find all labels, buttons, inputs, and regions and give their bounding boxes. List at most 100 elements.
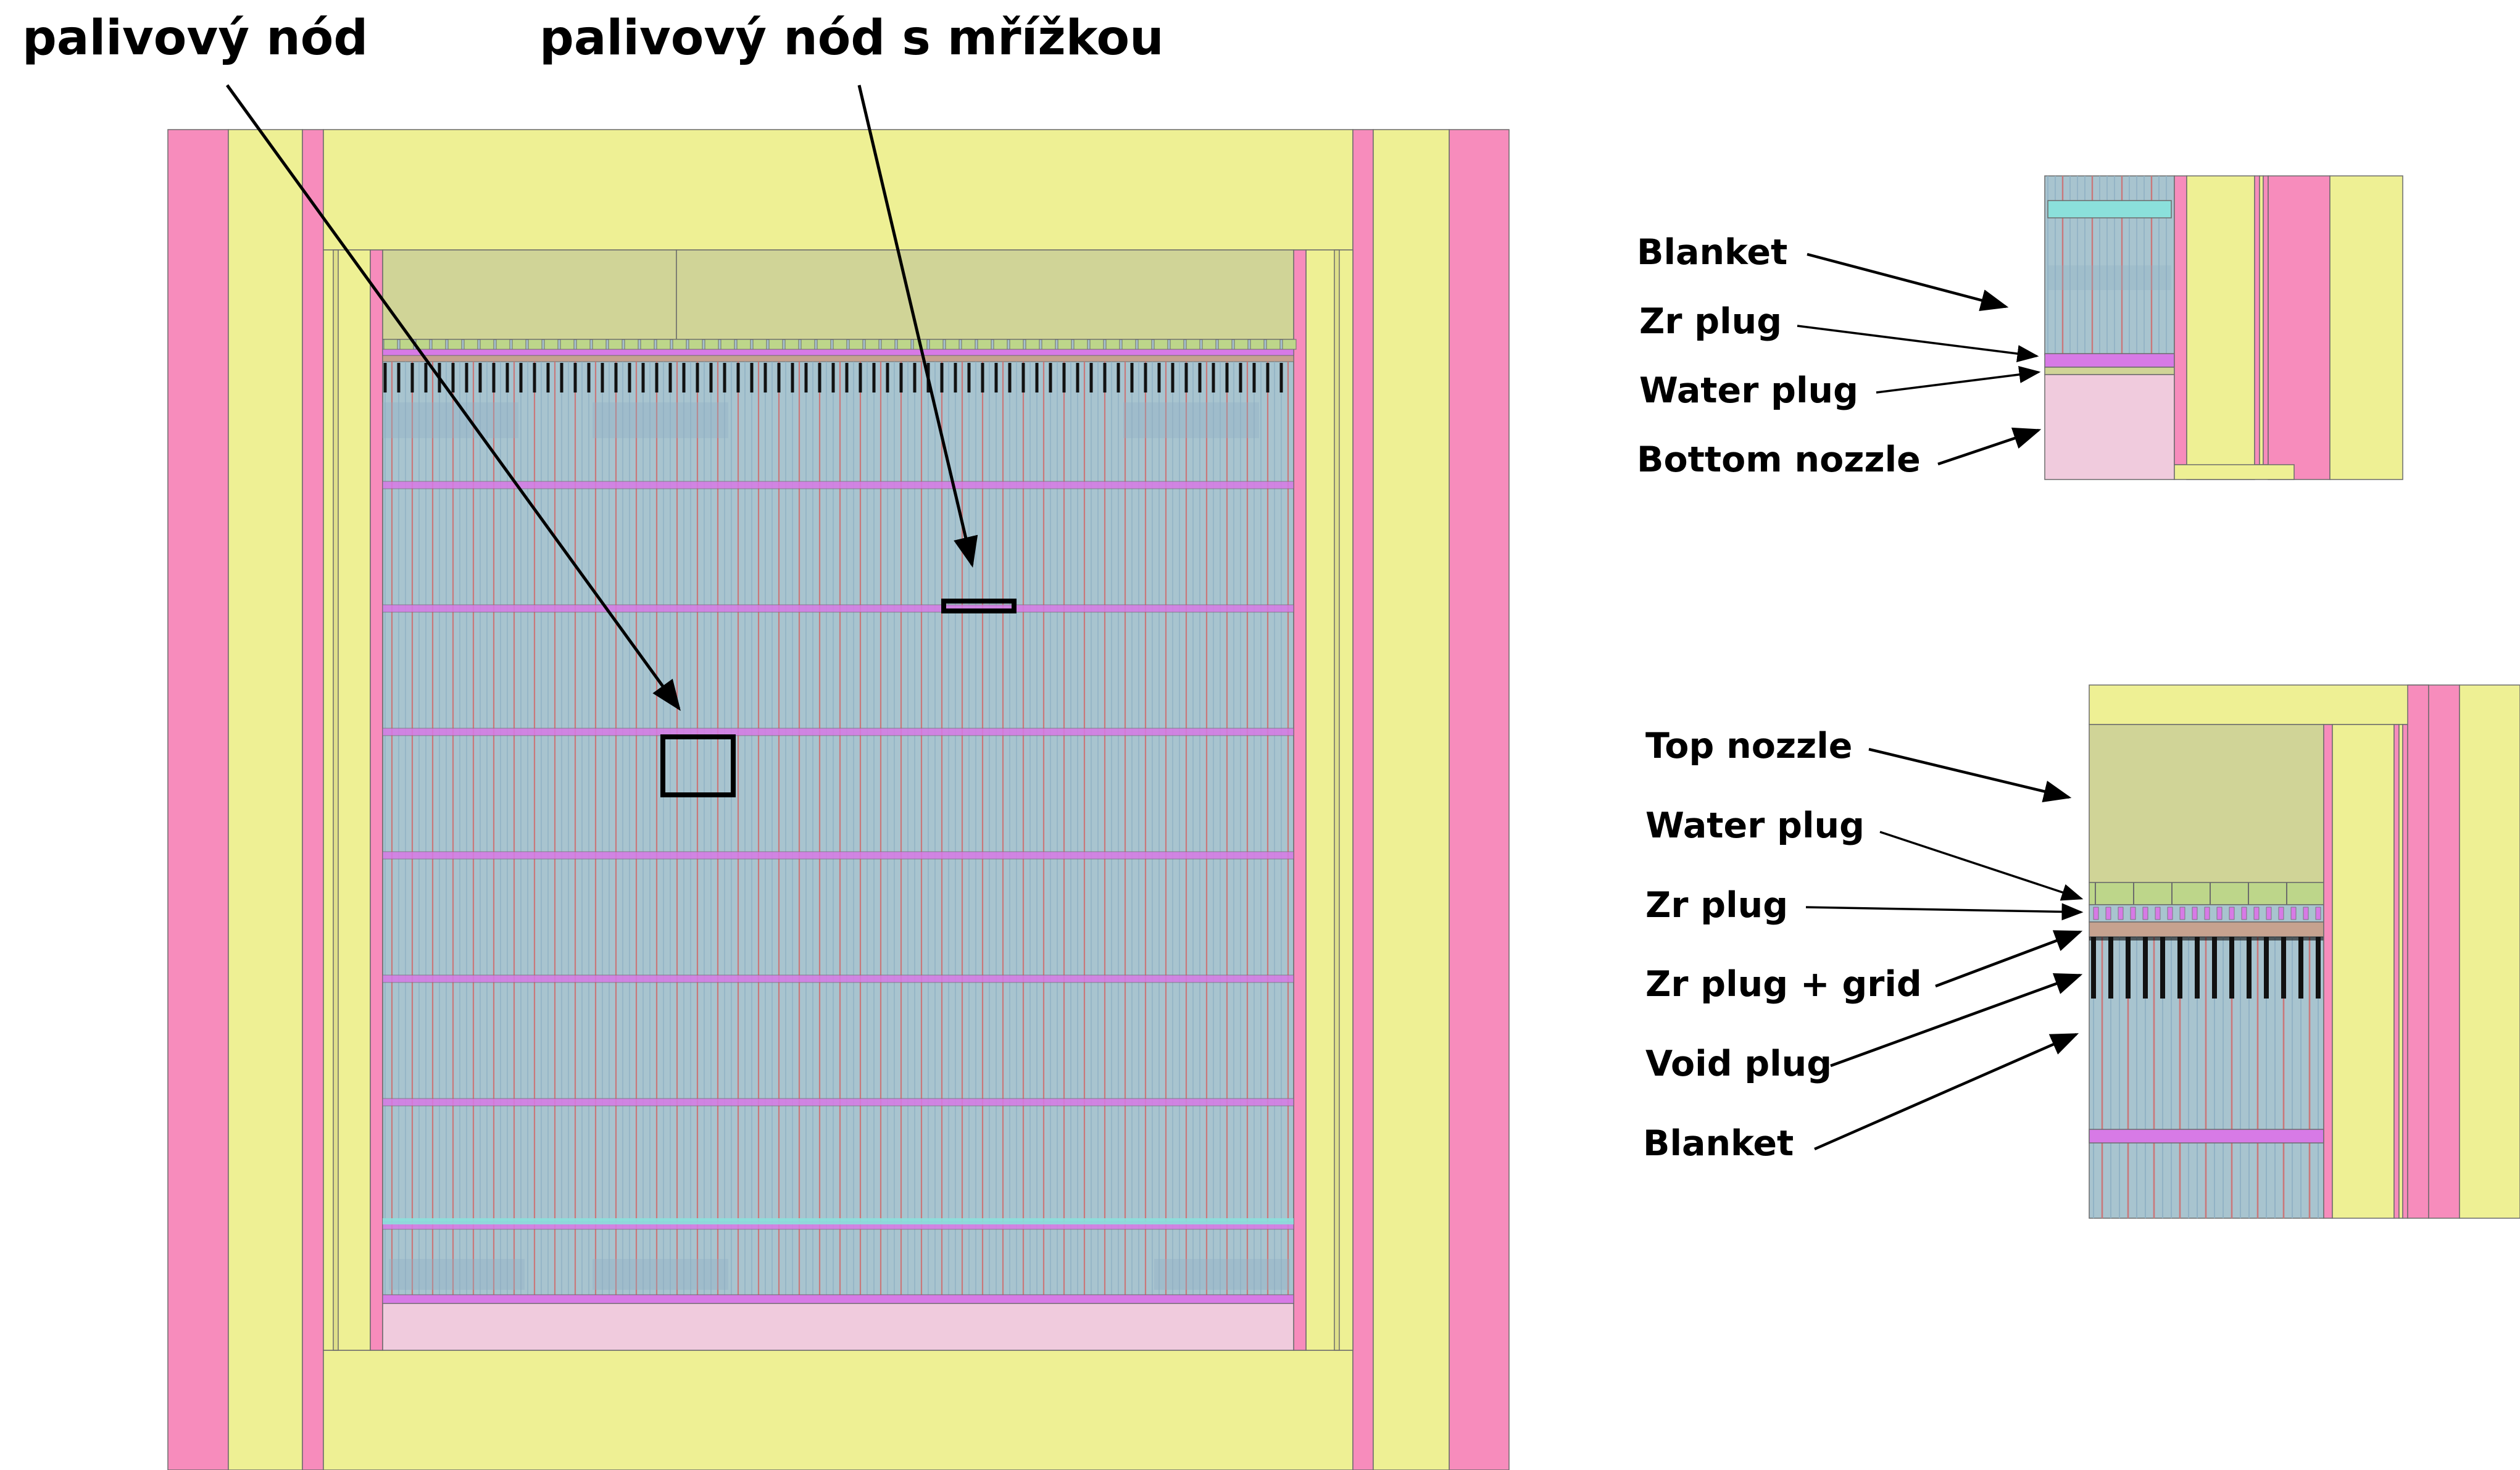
td-void-plug (2212, 937, 2217, 999)
void-plug (1021, 363, 1025, 392)
td-zr-tick (2303, 907, 2309, 920)
td-zr-tick (2179, 907, 2185, 920)
void-plug (1062, 363, 1066, 392)
top-water-plug-tooth (768, 339, 783, 350)
annotations: palivový nód palivový nód s mřížkou Blan… (22, 10, 2084, 1164)
void-plug (831, 363, 835, 392)
td-top-nozzle (2089, 724, 2324, 883)
top-water-plug-tooth (897, 339, 912, 350)
top-water-plug-tooth (383, 339, 398, 350)
top-water-plug-tooth (945, 339, 960, 350)
top-water-plug-tooth (592, 339, 607, 350)
top-water-plug-tooth (544, 339, 559, 350)
top-water-plug-tooth (704, 339, 719, 350)
void-plug (954, 363, 957, 392)
main-assembly-view (167, 129, 1510, 1470)
void-plug (682, 363, 686, 392)
td-label-zr-plug-grid: Zr plug + grid (1645, 964, 1922, 1005)
top-detail-rods (2089, 937, 2324, 1218)
td-void-plug (2143, 937, 2148, 999)
td-zr-tick (2315, 907, 2321, 920)
top-water-plug-tooth (881, 339, 896, 350)
td-void-plug (2108, 937, 2113, 999)
top-water-plug-tooth (1282, 339, 1297, 350)
top-water-plug-tooth (1057, 339, 1072, 350)
top-water-plug-tooth (1089, 339, 1104, 350)
void-plug (1239, 363, 1242, 392)
void-plug (872, 363, 876, 392)
bd-label-water-plug: Water plug (1639, 370, 1858, 411)
void-plug (899, 363, 903, 392)
bd-zr-plug (2044, 353, 2175, 368)
top-water-plug-tooth (1266, 339, 1281, 350)
void-plug (804, 363, 808, 392)
td-zr-tick (2266, 907, 2272, 920)
top-water-plug-tooth (977, 339, 992, 350)
void-plug (546, 363, 550, 392)
bd-blanket-band (2047, 200, 2172, 218)
bd-thin-2 (2263, 175, 2269, 465)
top-water-plug-tooth (833, 339, 847, 350)
td-water-plug (2089, 882, 2324, 905)
td-void-plug (2298, 937, 2303, 999)
bd-arrow-blanket (1807, 252, 2009, 312)
td-zr-tick (2192, 907, 2198, 920)
td-zr-tick (2253, 907, 2260, 920)
td-zr-tick (2241, 907, 2247, 920)
bd-shroud-1 (2174, 175, 2187, 465)
spacer-grid (382, 604, 1294, 613)
inner-channel-left (323, 249, 371, 1351)
void-plug (1198, 363, 1202, 392)
void-plug (1212, 363, 1215, 392)
bd-water-plug (2044, 367, 2175, 375)
td-thin-2 (2402, 724, 2408, 1219)
top-water-plug-tooth (752, 339, 767, 350)
fuel-node-grid-arrow (857, 85, 978, 568)
td-yellow-1 (2332, 724, 2395, 1219)
void-plug (967, 363, 971, 392)
td-zr-tick (2105, 907, 2111, 920)
frame-left (228, 129, 303, 1470)
void-plug (818, 363, 821, 392)
void-plug (859, 363, 862, 392)
bd-bottom-nozzle (2044, 374, 2175, 480)
td-yellow-outer (2459, 684, 2520, 1219)
void-plug (1008, 363, 1012, 392)
void-plug (465, 363, 468, 392)
td-pink-wall (2407, 684, 2429, 1219)
bd-yellow-1 (2186, 175, 2255, 480)
inner-strip-left (333, 249, 339, 1351)
top-water-plug-tooth (849, 339, 863, 350)
top-water-plug-tooth (464, 339, 478, 350)
void-plug (668, 363, 672, 392)
top-water-plug-tooth (720, 339, 735, 350)
bd-label-blanket: Blanket (1637, 232, 1787, 273)
lower-cyan-band (383, 1218, 1294, 1224)
void-plug (1035, 363, 1039, 392)
top-water-plug-tooth (1186, 339, 1200, 350)
td-arrow-water-plug (1879, 831, 2084, 901)
td-arrow-top-nozzle (1868, 747, 2072, 803)
top-water-plug-tooth (576, 339, 591, 350)
td-zr-grid-band (2089, 921, 2324, 937)
bd-label-bottom-nozzle: Bottom nozzle (1637, 439, 1921, 480)
top-water-plug-tooth (961, 339, 976, 350)
top-water-plug-tooth (1250, 339, 1265, 350)
td-pink-wall-2 (2428, 684, 2460, 1219)
td-label-top-nozzle: Top nozzle (1645, 726, 1852, 766)
td-zr-tick (2229, 907, 2235, 920)
void-plug (1117, 363, 1120, 392)
td-label-water-plug: Water plug (1645, 805, 1865, 846)
bd-yellow-2 (2259, 175, 2264, 465)
void-plug (1089, 363, 1093, 392)
td-zr-tick (2290, 907, 2297, 920)
spacer-grid (382, 728, 1294, 736)
void-plug (451, 363, 455, 392)
bottom-plug-band (382, 1294, 1294, 1304)
td-void-plug (2281, 937, 2286, 999)
fuel-bundle (382, 339, 1297, 1304)
top-water-plug-tooth (1025, 339, 1040, 350)
void-plug (1171, 363, 1175, 392)
void-plug (492, 363, 496, 392)
spacer-grid (382, 851, 1294, 860)
